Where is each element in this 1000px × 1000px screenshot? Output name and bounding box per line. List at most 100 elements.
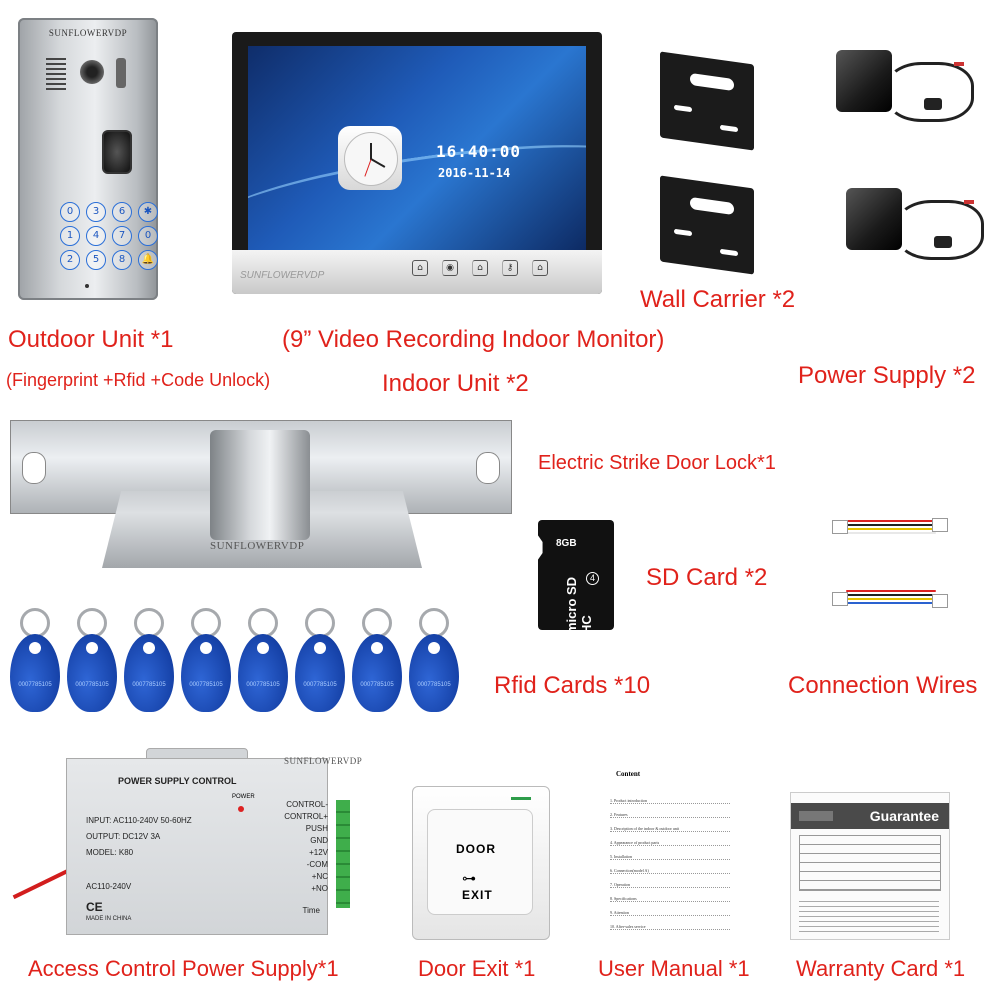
fob-code: 0007785105: [189, 682, 223, 688]
ir-led: [116, 58, 126, 88]
sd-card-image: 8GB micro SD HC 4: [538, 520, 614, 630]
rfid-cards-label: Rfid Cards *10: [494, 672, 651, 699]
manual-title: Content: [616, 770, 641, 778]
key: 7: [112, 226, 132, 246]
manual-row: 10. After-sales service: [610, 924, 730, 930]
wall-carrier-image: [650, 170, 770, 280]
manual-row: 8. Specifications: [610, 896, 730, 902]
monitor-buttons: ⌂ ◉ ⌂ ⚷ ⌂: [412, 260, 548, 276]
speaker-grille: [46, 58, 66, 92]
camera-icon: ◉: [442, 260, 458, 276]
user-manual-label: User Manual *1: [598, 956, 750, 981]
connection-wire-image: [832, 510, 952, 550]
key: 3: [86, 202, 106, 222]
screw-hole: [476, 452, 500, 484]
indoor-monitor-image: 16:40:00 2016-11-14 SUNFLOWERVDP ⌂ ◉ ⌂ ⚷…: [232, 32, 602, 294]
rfid-fob-icon: 0007785105: [238, 608, 288, 718]
fob-code: 0007785105: [18, 682, 52, 688]
outdoor-unit-label: Outdoor Unit *1: [8, 326, 174, 353]
key: 4: [86, 226, 106, 246]
exit-push-plate: DOOR ⊶ EXIT: [427, 809, 533, 915]
ce-mark-icon: CE: [86, 900, 103, 914]
screen-time: 16:40:00: [436, 142, 522, 161]
monitor-bezel: SUNFLOWERVDP ⌂ ◉ ⌂ ⚷ ⌂: [232, 250, 602, 294]
psu-title: POWER SUPPLY CONTROL: [118, 776, 237, 786]
psu-spec: OUTPUT: DC12V 3A: [86, 832, 161, 841]
rfid-fob-icon: 0007785105: [67, 608, 117, 718]
terminal-label: PUSH: [305, 824, 328, 833]
terminal-label: GND: [310, 836, 328, 845]
key: 8: [112, 250, 132, 270]
exit-text: EXIT: [462, 888, 493, 902]
rfid-fobs: 0007785105 0007785105 0007785105 0007785…: [10, 608, 470, 718]
rfid-fob-icon: 0007785105: [295, 608, 345, 718]
access-control-psu-image: SUNFLOWERVDP POWER SUPPLY CONTROL POWER …: [66, 748, 362, 938]
screen-date: 2016-11-14: [438, 166, 511, 180]
monitor-brand: SUNFLOWERVDP: [240, 270, 325, 281]
key: 5: [86, 250, 106, 270]
lock-brand: SUNFLOWERVDP: [210, 540, 305, 552]
warranty-form: [799, 835, 941, 891]
psu-time-text: Time: [302, 906, 320, 915]
strike-lock-label: Electric Strike Door Lock*1: [538, 452, 776, 474]
sd-card-size: 8GB: [556, 538, 577, 549]
terminal-label: +NC: [311, 872, 328, 881]
psu-ac: AC110-240V: [86, 882, 132, 891]
warranty-card-label: Warranty Card *1: [796, 956, 966, 981]
wall-carrier-image: [650, 46, 770, 156]
indoor-unit-label: Indoor Unit *2: [382, 370, 529, 397]
monitor-screen: 16:40:00 2016-11-14: [248, 46, 586, 250]
door-exit-label: Door Exit *1: [418, 956, 536, 981]
key: 0: [60, 202, 80, 222]
terminal-label: +NO: [311, 884, 328, 893]
outdoor-brand: SUNFLOWERVDP: [48, 28, 128, 38]
fob-code: 0007785105: [132, 682, 166, 688]
rfid-fob-icon: 0007785105: [124, 608, 174, 718]
psu-brand: SUNFLOWERVDP: [284, 756, 363, 766]
psu-spec: MODEL: K80: [86, 848, 134, 857]
connection-wire-image: [832, 580, 952, 620]
manual-row: 6. Connection(model A): [610, 868, 730, 874]
rfid-fob-icon: 0007785105: [409, 608, 459, 718]
fob-code: 0007785105: [303, 682, 337, 688]
manual-row: 7. Operation: [610, 882, 730, 888]
indoor-monitor-desc: (9” Video Recording Indoor Monitor): [282, 326, 665, 353]
key: 6: [112, 202, 132, 222]
lock-keeper: [210, 430, 310, 540]
psu-made-in: MADE IN CHINA: [86, 916, 132, 922]
strike-lock-image: SUNFLOWERVDP: [10, 420, 512, 580]
key-icon: ⊶: [462, 870, 476, 886]
power-led-icon: [238, 806, 244, 812]
key-icon: ⚷: [502, 260, 518, 276]
access-psu-label: Access Control Power Supply*1: [28, 956, 339, 981]
home-icon: ⌂: [412, 260, 428, 276]
wall-carrier-label: Wall Carrier *2: [640, 286, 796, 313]
clock-icon: [338, 126, 402, 190]
terminal-label: +12V: [309, 848, 328, 857]
barcode-icon: [799, 811, 833, 821]
terminal-label: CONTROL-: [286, 800, 328, 809]
key: 1: [60, 226, 80, 246]
terminal-block: [336, 800, 350, 908]
status-indicator: [511, 797, 531, 800]
key: 2: [60, 250, 80, 270]
fob-code: 0007785105: [417, 682, 451, 688]
door-exit-button-image: DOOR ⊶ EXIT: [412, 786, 550, 940]
warranty-text: [799, 897, 939, 933]
power-adapter-image: [836, 178, 986, 288]
key: 0: [138, 226, 158, 246]
menu-icon: ⌂: [532, 260, 548, 276]
outdoor-unit-image: SUNFLOWERVDP 0 3 6 ✱ 1 4 7 0 2 5 8 🔔: [18, 18, 158, 300]
keypad: 0 3 6 ✱ 1 4 7 0 2 5 8 🔔: [60, 202, 158, 270]
manual-row: 3. Description of the indoor & outdoor u…: [610, 826, 730, 832]
fob-code: 0007785105: [360, 682, 394, 688]
warranty-card-image: Guarantee: [790, 792, 950, 940]
outdoor-unit-sublabel: (Fingerprint +Rfid +Code Unlock): [6, 370, 271, 390]
screw-hole: [22, 452, 46, 484]
user-icon: ⌂: [472, 260, 488, 276]
bell-icon: 🔔: [138, 250, 158, 270]
door-text: DOOR: [456, 842, 496, 856]
connection-wires-label: Connection Wires: [788, 672, 978, 699]
terminal-label: CONTROL+: [284, 812, 328, 821]
manual-row: 4. Appearance of product parts: [610, 840, 730, 846]
